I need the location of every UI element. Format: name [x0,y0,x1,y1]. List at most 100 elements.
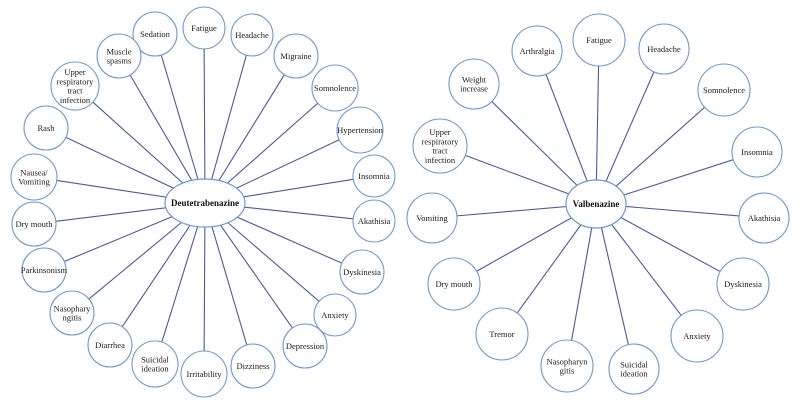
leaf-circle [230,343,276,389]
leaf-label: Vomiting [416,213,448,223]
leaf-circle [716,257,770,311]
leaf-node: Diarrhea [87,322,133,368]
leaf-circle [311,64,359,112]
leaf-label: Dry mouth [435,279,473,289]
leaf-circle [313,293,357,337]
leaf-node: Parkinsonism [21,247,68,293]
edge-0-12 [203,202,206,352]
leaf-circle [87,322,133,368]
leaf-node: Migraine [273,33,319,79]
leaf-circle [21,247,67,293]
leaf-circle [475,307,529,361]
leaf-circle [182,6,226,50]
leaf-circle [49,290,95,336]
leaf-circle [96,33,142,79]
leaf-label: Dyskinesia [343,267,381,277]
leaf-circle [448,58,500,110]
leaf-label: Headache [235,30,269,40]
leaf-label: Dizziness [236,361,269,371]
leaf-label: Insomnia [741,147,773,157]
leaf-node: Somnolence [697,63,751,117]
leaf-circle [131,340,179,388]
leaf-circle [412,118,468,174]
leaf-label: Akathisia [358,216,391,226]
leaf-circle [608,343,660,395]
hub-ellipse [164,178,246,228]
hub-node: Deutetrabenazine [164,178,246,228]
hub-ellipse [565,179,627,229]
leaf-node: Somnolence [311,64,359,112]
leaf-node: Rash [23,105,69,151]
leaf-circle [406,192,458,244]
leaf-node: Hypertension [336,106,384,154]
leaf-node: Tremor [475,307,529,361]
leaf-circle [180,350,228,398]
leaf-circle [352,154,396,198]
leaf-label: Headache [647,44,681,54]
leaf-circle [697,63,751,117]
leaf-label: Fatigue [191,23,217,33]
leaf-circle [738,192,790,244]
leaf-circle [10,153,58,201]
leaf-circle [50,61,100,111]
leaf-circle [427,257,481,311]
leaf-node: Sedation [132,11,178,57]
leaf-label: Sedation [140,29,170,39]
leaf-node: Anxiety [313,293,357,337]
leaf-circle [23,105,69,151]
hubs-layer: Deutetrabenazine Valbenazine [164,178,627,229]
leaf-label: Nausea/Vomiting [18,167,50,186]
leaf-label: Tremor [489,329,514,339]
leaf-label: Akathisia [748,213,781,223]
leaf-node: Anxiety [670,309,724,363]
leaf-label: Dyskinesia [724,279,762,289]
leaf-node: Dyskinesia [339,249,385,295]
edges-layer [55,48,740,352]
hub-node: Valbenazine [565,179,627,229]
leaf-node: Irritability [180,350,228,398]
edge-0-2 [204,55,247,204]
leaf-node: Insomnia [731,126,783,178]
leaf-label: Arthralgia [520,46,555,56]
leaf-node: Dry mouth [427,257,481,311]
leaf-label: Somnolence [314,83,356,93]
leaf-circle [670,309,724,363]
leaf-label: Parkinsonism [21,265,68,275]
leaf-label: Depression [286,341,325,351]
leaf-label: Anxiety [683,331,711,341]
leaf-circle [572,13,626,67]
leaf-node: Akathisia [738,192,790,244]
leaf-node: Headache [230,13,274,57]
leaf-label: Rash [38,123,56,133]
leaf-node: Dry mouth [11,201,57,247]
nodes-layer: SedationFatigueHeadacheMigraineSomnolenc… [10,6,790,398]
leaf-label: Irritability [187,369,223,379]
leaf-label: Somnolence [703,85,745,95]
edge-0-0 [160,54,206,204]
leaf-label: Dry mouth [15,219,53,229]
edge-0-1 [203,48,206,204]
leaf-circle [273,33,319,79]
leaf-label: Hypertension [337,125,384,135]
leaf-node: Fatigue [572,13,626,67]
leaf-circle [638,23,690,75]
leaf-node: Arthralgia [511,25,563,77]
leaf-circle [336,106,384,154]
leaf-label: Fatigue [586,35,612,45]
leaf-circle [230,13,274,57]
leaf-circle [339,249,385,295]
leaf-circle [511,25,563,77]
leaf-node: Dizziness [230,343,276,389]
